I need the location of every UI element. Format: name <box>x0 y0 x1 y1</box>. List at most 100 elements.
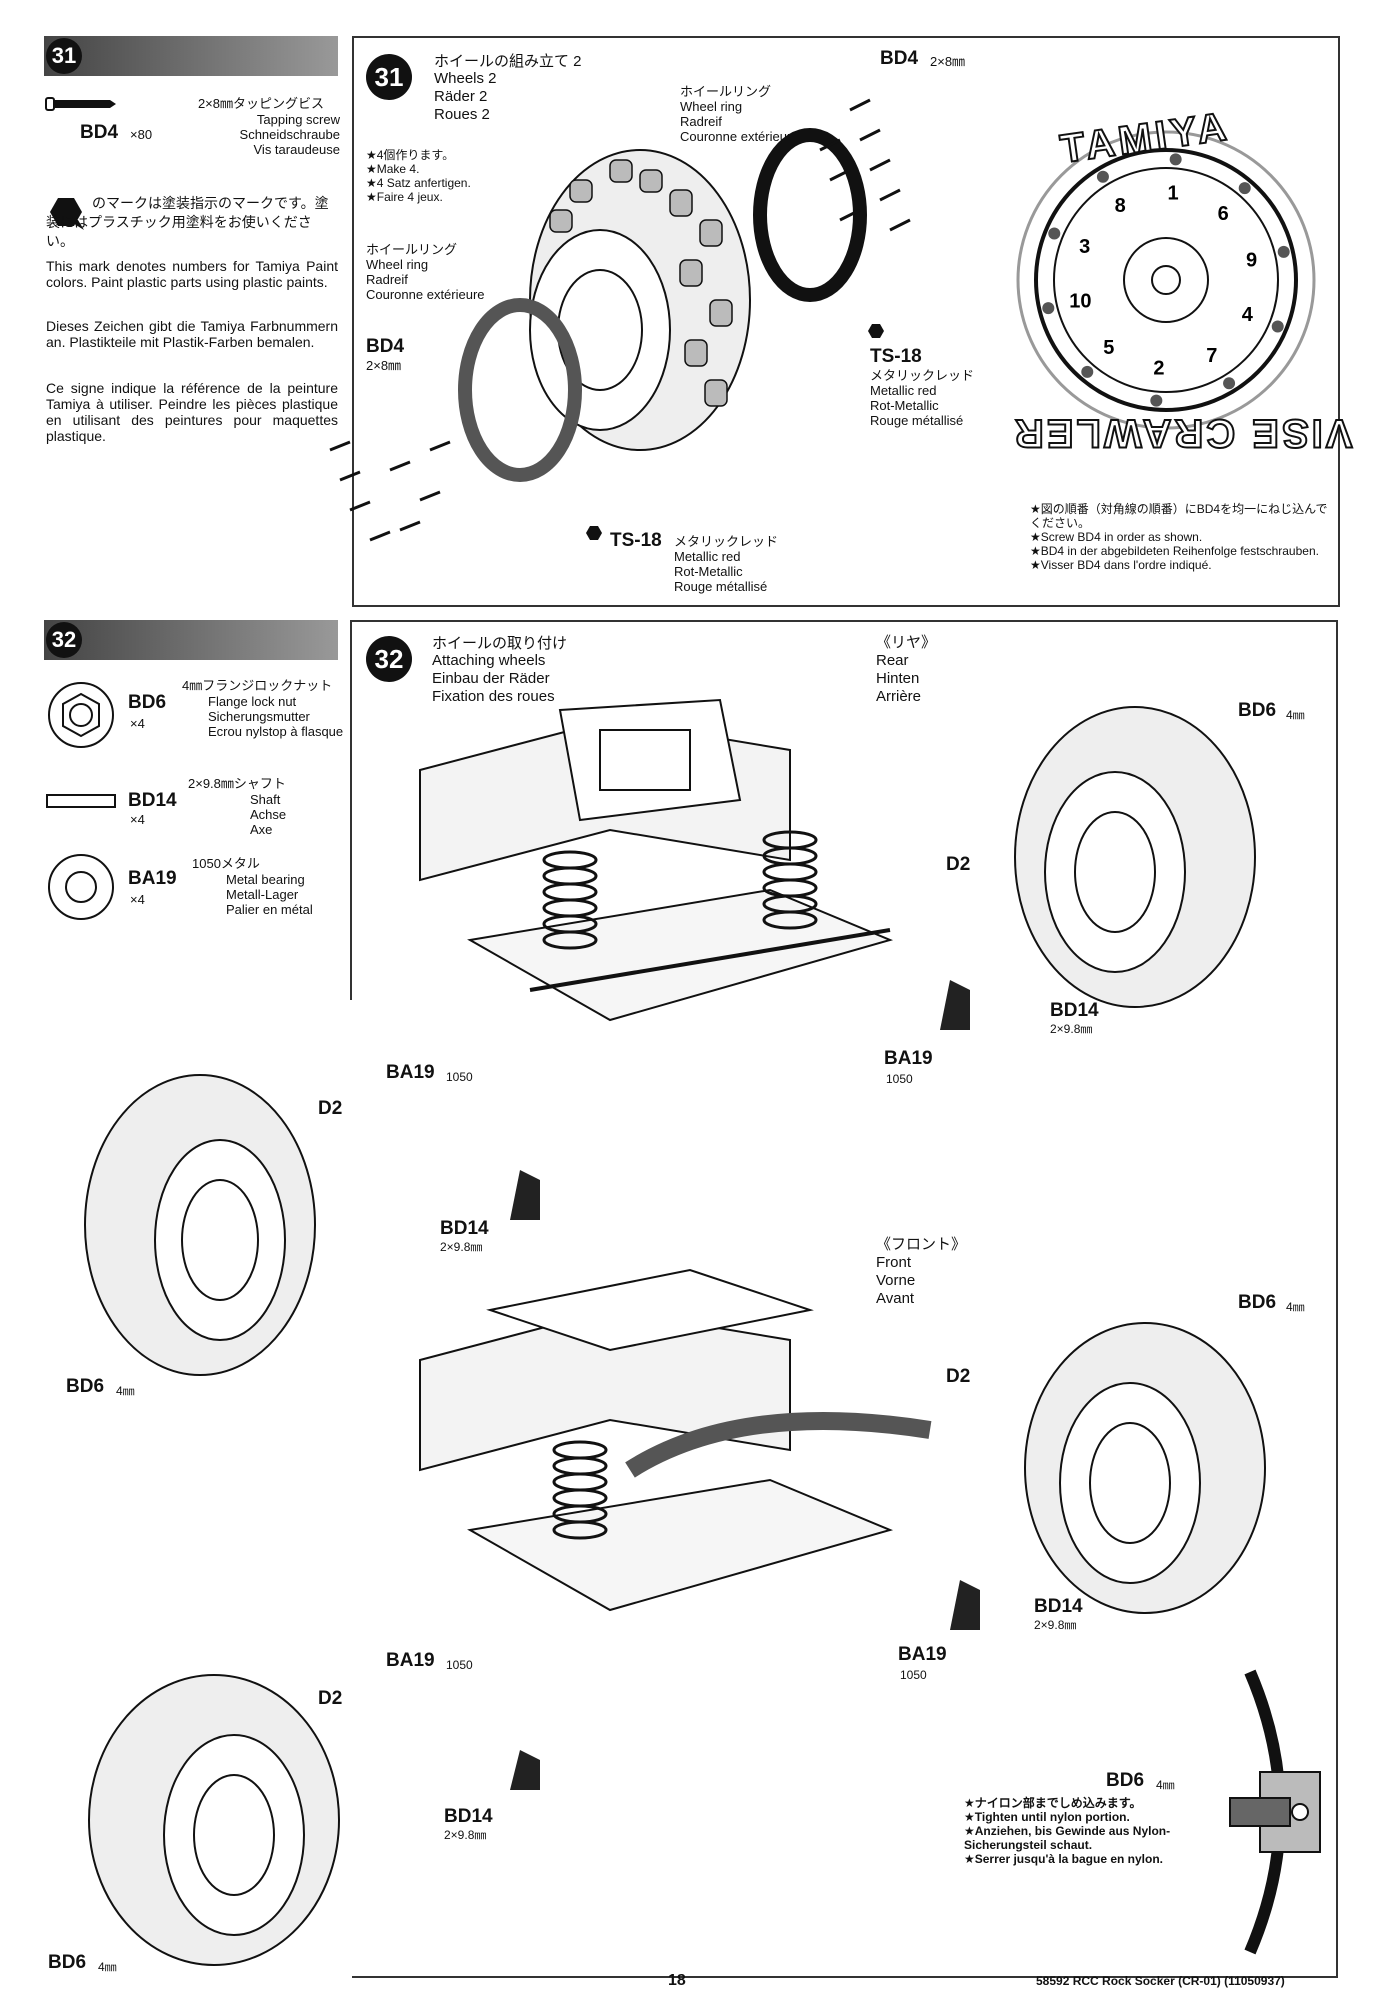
rear-bd6-left-size: 4㎜ <box>116 1384 135 1398</box>
product-code: 58592 RCC Rock Socker (CR-01) (11050937) <box>1036 1974 1285 1988</box>
grease-brush-icon <box>940 980 970 1030</box>
rear-ba19-left-size: 1050 <box>446 1070 473 1084</box>
bolt-order-number: 9 <box>1246 250 1257 272</box>
rear-en: Rear <box>876 652 909 669</box>
ba19-qty: ×4 <box>130 892 145 907</box>
nylon-note-en: ★Tighten until nylon portion. <box>964 1810 1130 1824</box>
front-ba19-right: BA19 <box>898 1644 947 1665</box>
ts18-label-right: TS-18 <box>870 346 922 367</box>
ba19-name-en: Metal bearing <box>226 872 305 887</box>
bd4-qty: ×80 <box>130 127 153 142</box>
wheel-ring-upper <box>753 128 867 302</box>
bd4-label-left: BD4 <box>366 336 405 357</box>
wheel-ring-fr: Couronne extérieure <box>366 287 485 302</box>
front-bd14-right: BD14 <box>1034 1596 1083 1617</box>
step31-title-fr: Roues 2 <box>434 106 490 123</box>
ba19-name-de: Metall-Lager <box>226 887 299 902</box>
bolt-hole <box>1223 377 1236 390</box>
flange-lock-nut-icon <box>48 682 114 748</box>
front-d2-right: D2 <box>946 1366 971 1387</box>
front-d2-left: D2 <box>318 1688 343 1709</box>
rear-bd14-right-size: 2×9.8㎜ <box>1050 1022 1093 1036</box>
make4-note: ★4個作ります。 ★Make 4. ★4 Satz anfertigen. ★F… <box>366 148 471 204</box>
nylon-note-fr: ★Serrer jusqu'à la bague en nylon. <box>964 1852 1163 1866</box>
screws-upper <box>819 98 911 232</box>
bolt-hole <box>1271 320 1284 333</box>
front-right-tire <box>1024 1322 1266 1614</box>
bd4-name-en: Tapping screw <box>256 112 340 127</box>
front-ba19-left: BA19 <box>386 1650 435 1671</box>
nylon-nut-detail <box>1229 1669 1321 1955</box>
rear-fr: Arrière <box>876 688 922 705</box>
step32-titles: Attaching wheels Einbau der Räder Fixati… <box>432 652 555 706</box>
bolt-order-fr: ★Visser BD4 dans l'ordre indiqué. <box>1030 558 1212 572</box>
tread-pattern <box>549 159 733 407</box>
step31-panel-badge: 31 <box>366 54 412 100</box>
ts18-bottom-de: Rot-Metallic <box>674 564 743 579</box>
front-bd14-left: BD14 <box>444 1806 493 1827</box>
rear-bd6-right-size: 4㎜ <box>1286 708 1305 722</box>
wheel-ring-de: Radreif <box>366 272 408 287</box>
ba19-spec: 1050メタル <box>192 856 260 871</box>
bd6-qty: ×4 <box>130 716 145 731</box>
wheel-ring-label-left: ホイールリング Wheel ring Radreif Couronne exté… <box>366 242 485 302</box>
rear-bd14-left: BD14 <box>440 1218 489 1239</box>
step32-title-de: Einbau der Räder <box>432 670 550 687</box>
tire-exploded-illustration <box>329 98 911 542</box>
step32-title-jp: ホイールの取り付け <box>432 635 568 652</box>
rear-jp: 《リヤ》 <box>876 634 937 651</box>
bd14-name-fr: Axe <box>250 822 273 837</box>
wheel-ring-label-top: ホイールリング Wheel ring Radreif Couronne exté… <box>680 84 799 144</box>
front-en: Front <box>876 1254 912 1271</box>
front-de: Vorne <box>876 1272 916 1289</box>
metal-bearing-icon <box>48 854 114 920</box>
bd14-spec: 2×9.8㎜シャフト <box>188 776 286 791</box>
rear-de: Hinten <box>876 670 920 687</box>
screws-lower <box>329 440 451 542</box>
step32-badge: 32 <box>46 622 82 658</box>
bd14-name-en: Shaft <box>250 792 281 807</box>
bolt-order-de: ★BD4 in der abgebildeten Reihenfolge fes… <box>1030 544 1319 558</box>
tire-icon <box>529 149 751 451</box>
rear-ba19-right-size: 1050 <box>886 1072 913 1086</box>
bolt-order-number: 2 <box>1153 358 1164 380</box>
wheel-ring-jp: ホイールリング <box>366 242 458 257</box>
bolt-hole <box>1048 227 1061 240</box>
front-bd14-right-size: 2×9.8㎜ <box>1034 1618 1077 1632</box>
wheel-ring-top-de: Radreif <box>680 114 722 129</box>
front-bd6-left: BD6 <box>48 1952 87 1973</box>
rear-bd6-left: BD6 <box>66 1376 105 1397</box>
grease-brush-icon <box>510 1170 540 1220</box>
bolt-holes <box>1042 153 1290 407</box>
bd14-qty: ×4 <box>130 812 145 827</box>
bolt-order-number: 4 <box>1242 304 1254 326</box>
make4-de: ★4 Satz anfertigen. <box>366 176 471 190</box>
rear-bd6-right: BD6 <box>1238 700 1277 721</box>
bolt-order-number: 8 <box>1115 195 1126 217</box>
step32-panel-badge: 32 <box>366 636 412 682</box>
front-bd14-left-size: 2×9.8㎜ <box>444 1828 487 1842</box>
bolt-order-number: 7 <box>1206 345 1217 367</box>
rear-bd14-left-size: 2×9.8㎜ <box>440 1240 483 1254</box>
nylon-bd6-size: 4㎜ <box>1156 1778 1175 1792</box>
bd6-name-fr: Ecrou nylstop à flasque <box>208 724 344 739</box>
ts18-right-fr: Rouge métallisé <box>870 413 964 428</box>
paint-mark-icon <box>868 324 884 338</box>
bd4-label-top: BD4 <box>880 48 919 69</box>
step31-title-jp: ホイールの組み立て 2 <box>434 53 582 70</box>
bolt-order-number: 3 <box>1079 236 1090 258</box>
bd4-name-de: Schneidschraube <box>239 127 340 142</box>
bolt-order-number: 10 <box>1069 290 1091 312</box>
step32-title-fr: Fixation des roues <box>432 688 555 705</box>
rear-ba19-left: BA19 <box>386 1062 435 1083</box>
bolt-order-number: 6 <box>1218 203 1229 225</box>
front-left-tire <box>88 1674 340 1966</box>
step31-header-bar <box>44 36 338 76</box>
paint-mark-icon <box>50 198 84 230</box>
bolt-order-en: ★Screw BD4 in order as shown. <box>1030 530 1203 544</box>
bolt-hole <box>1042 302 1055 315</box>
bolt-order-number: 1 <box>1167 182 1178 204</box>
bd4-size-top: 2×8㎜ <box>930 54 966 69</box>
ba19-name-fr: Palier en métal <box>226 902 313 917</box>
